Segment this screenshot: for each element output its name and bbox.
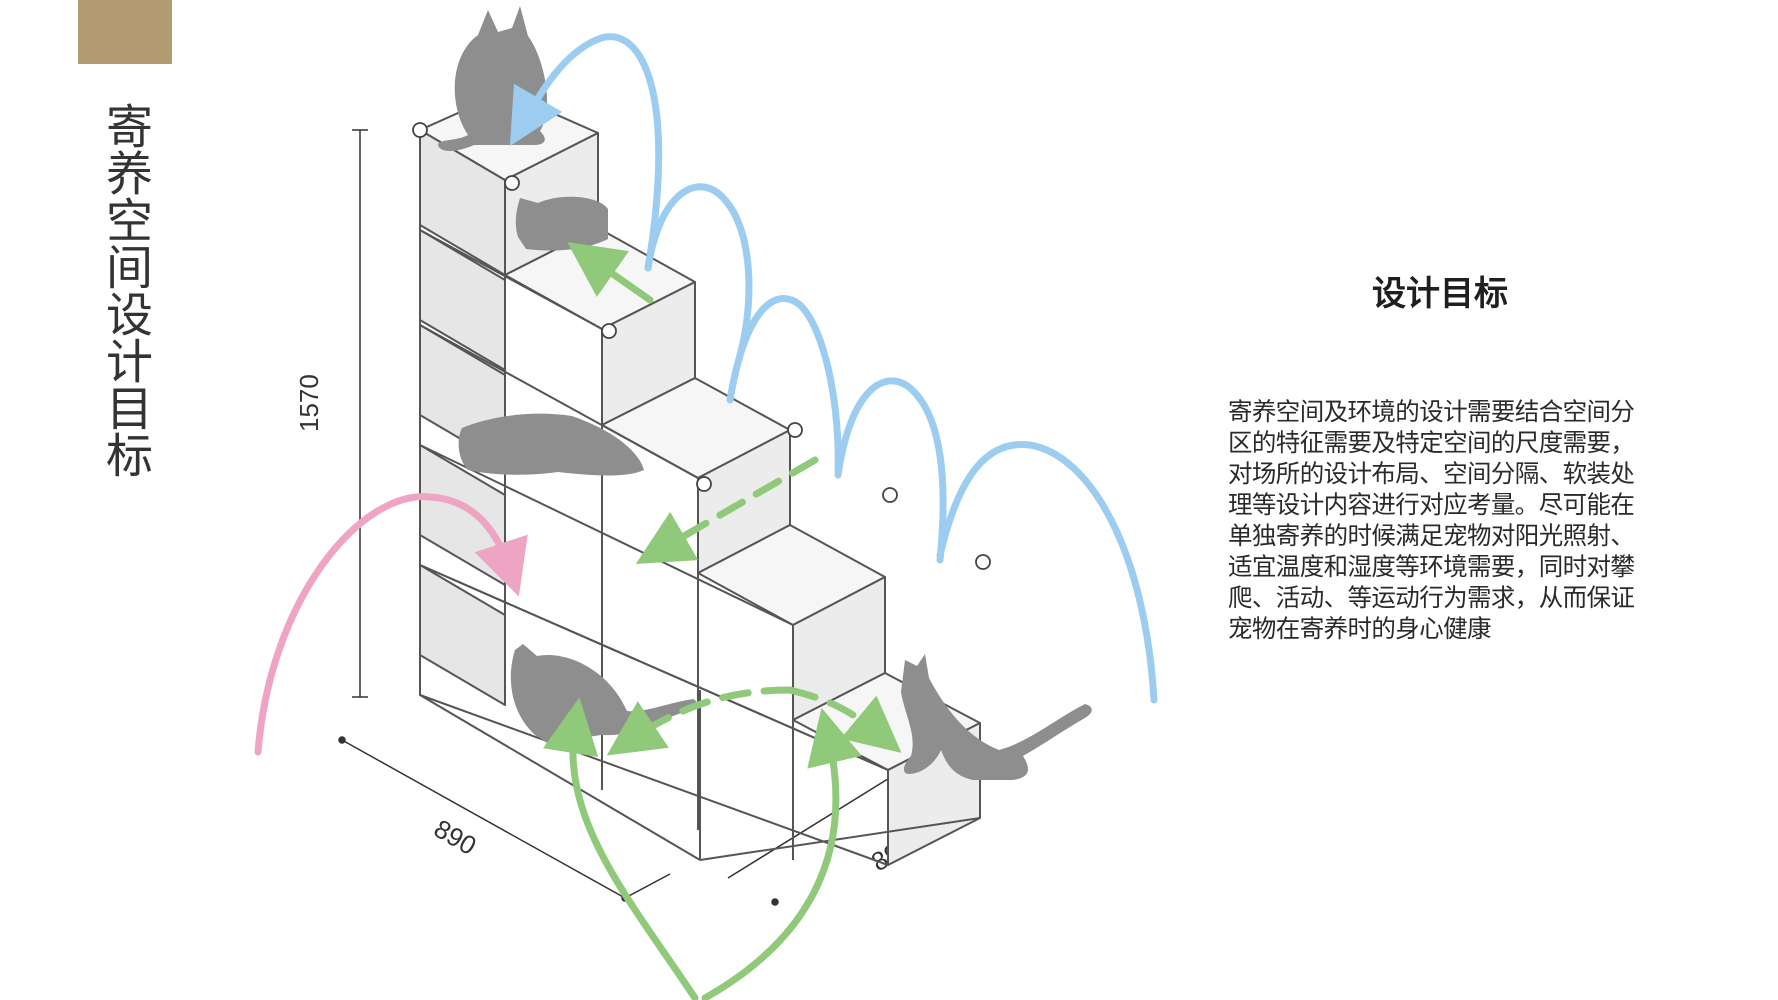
jump-arrows <box>509 33 1158 704</box>
dimension-height-label: 1570 <box>294 374 324 432</box>
move-arrows <box>542 241 902 1000</box>
goal-body: 寄养空间及环境的设计需要结合空间分区的特征需要及特定空间的尺度需要，对场所的设计… <box>1228 397 1635 643</box>
cat-silhouette-icon <box>438 6 1092 780</box>
entry-arrow <box>254 493 528 756</box>
page-title-vertical: 寄养空间设计目标 <box>97 102 152 478</box>
accent-block <box>78 0 172 64</box>
goal-heading: 设计目标 <box>1372 274 1508 314</box>
dimension-depth-label: 890 <box>429 813 482 861</box>
shelf-joints <box>412 122 991 570</box>
